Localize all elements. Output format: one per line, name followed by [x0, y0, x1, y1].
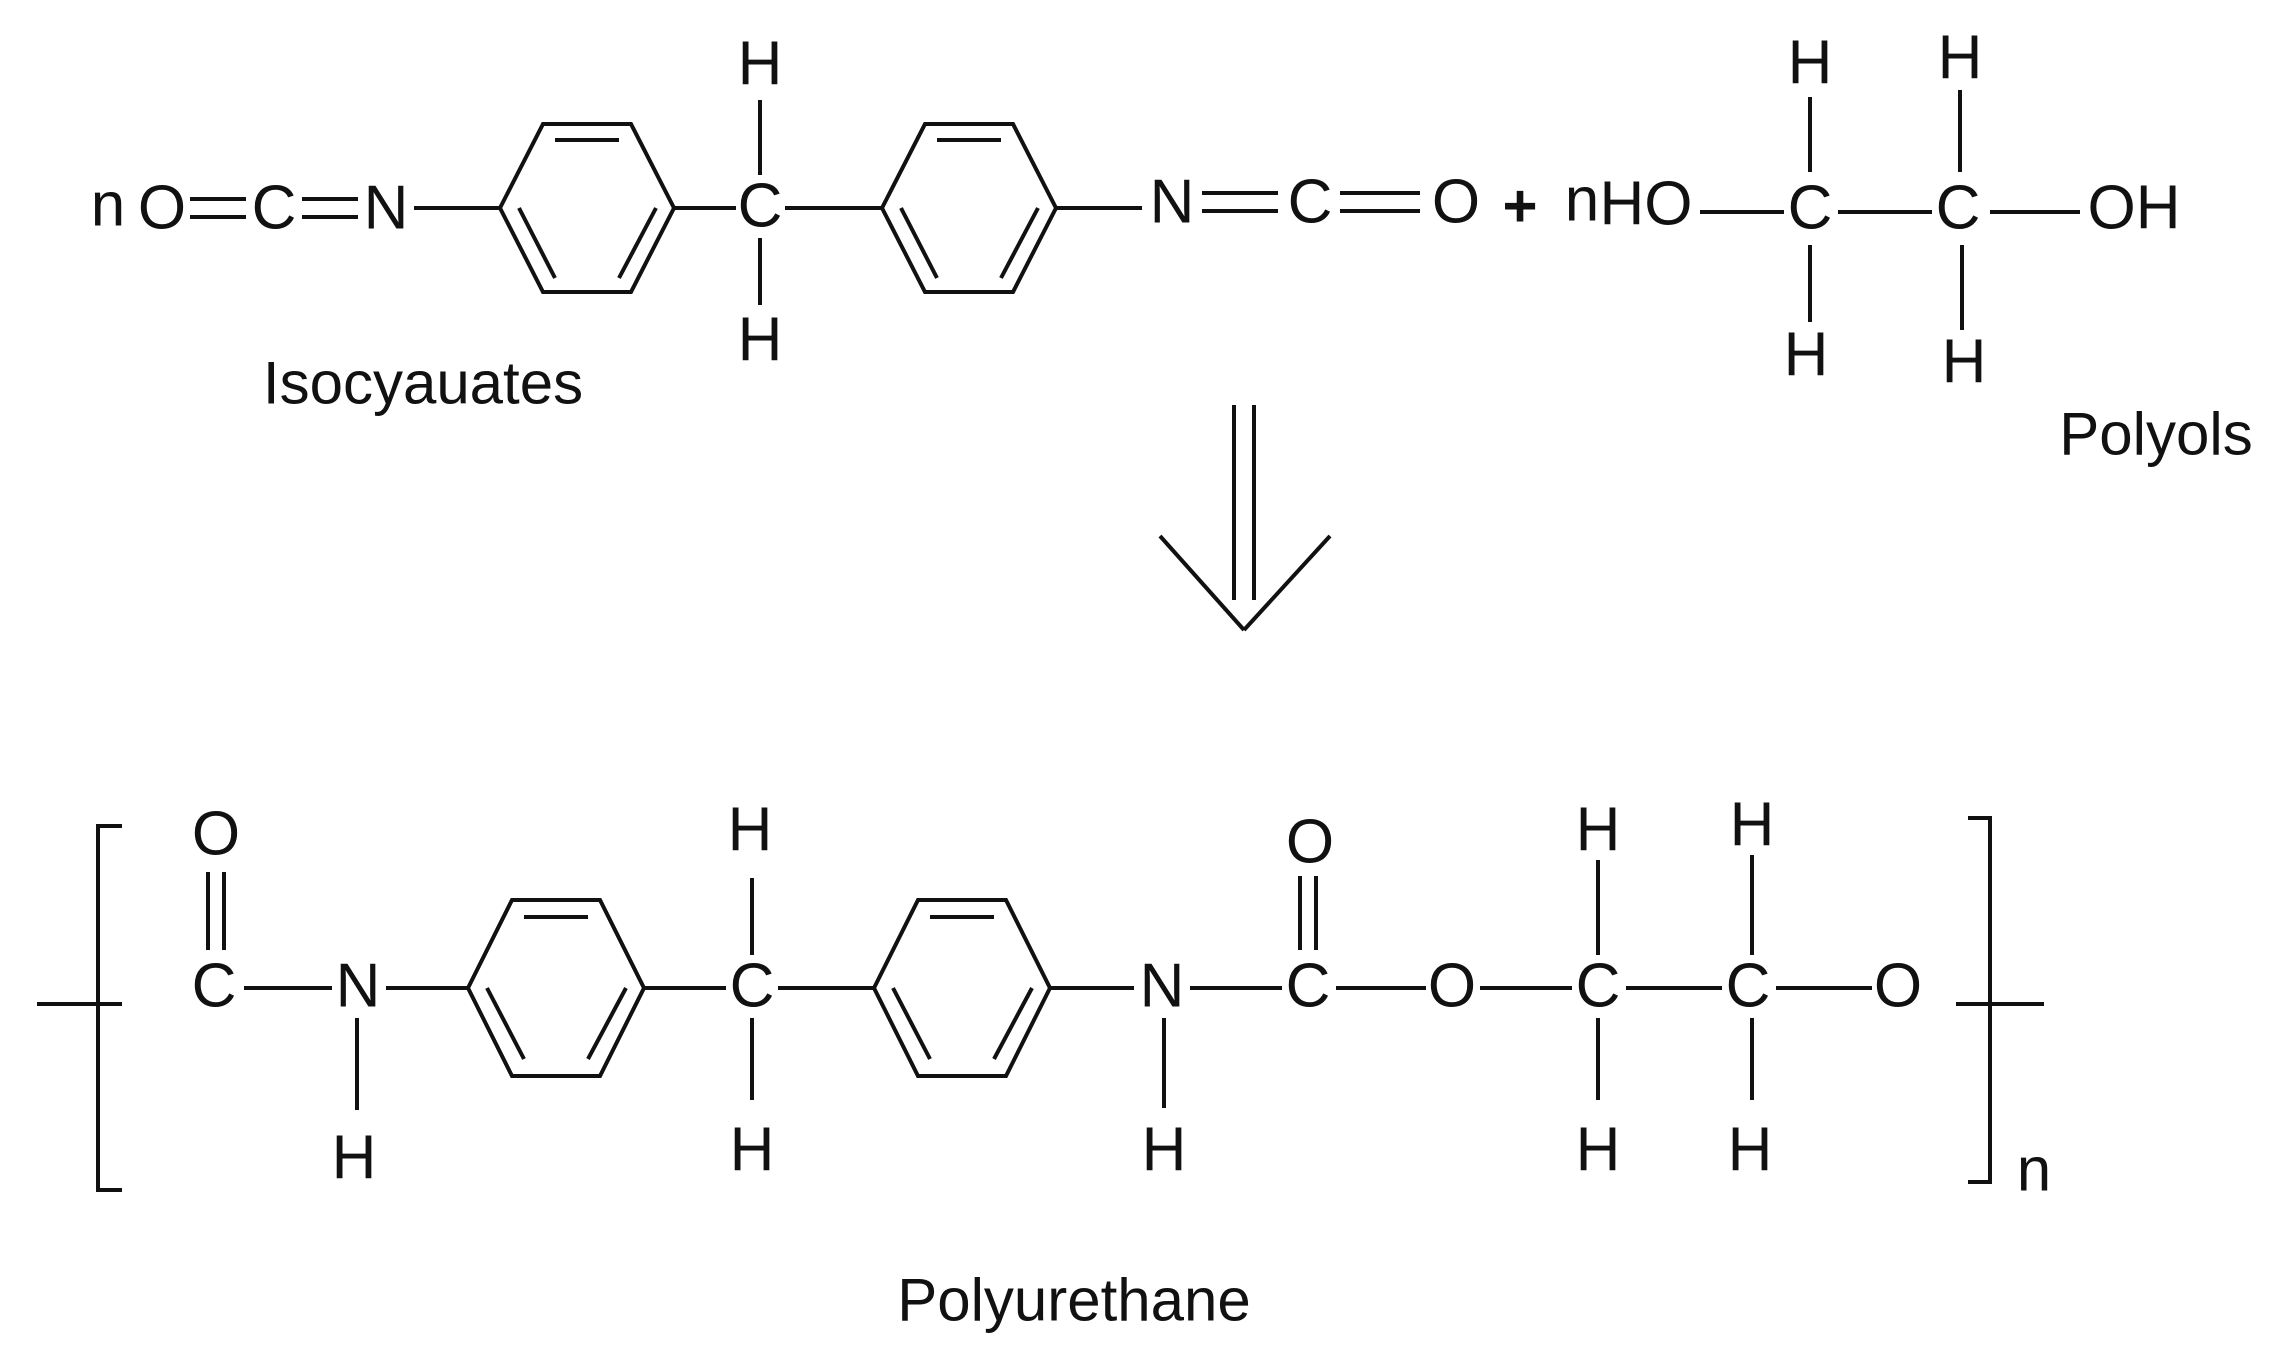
- atom-h: H: [728, 796, 773, 865]
- atom-oh: OH: [2088, 174, 2181, 243]
- atom-n-coefficient: n: [1565, 166, 1599, 235]
- atom-h: H: [738, 306, 783, 375]
- benzene-ring: [871, 898, 1053, 1078]
- atom-o: O: [1286, 808, 1334, 877]
- repeat-unit-n: n: [2017, 1136, 2051, 1205]
- isocyanates-label: Isocyauates: [263, 350, 583, 417]
- polyols-label: Polyols: [2059, 401, 2252, 468]
- atom-n: N: [1140, 952, 1185, 1021]
- atom-o: O: [192, 800, 240, 869]
- atom-h: H: [738, 30, 783, 99]
- atom-h: H: [730, 1116, 775, 1185]
- isocyanate-molecule: n O C N C H H N C: [91, 30, 1480, 375]
- atom-c: C: [1288, 168, 1333, 237]
- polyol-molecule: n HO C H H C H H OH: [1565, 24, 2181, 397]
- atom-c: C: [730, 952, 775, 1021]
- atom-n: N: [364, 174, 409, 243]
- right-bracket: [1968, 816, 1992, 1184]
- benzene-ring: [497, 122, 677, 294]
- atom-h: H: [1784, 321, 1829, 390]
- atom-o: O: [1428, 952, 1476, 1021]
- atom-c: C: [252, 174, 297, 243]
- atom-c: C: [1936, 174, 1981, 243]
- atom-h: H: [1730, 791, 1775, 860]
- atom-h: H: [332, 1124, 377, 1193]
- atom-c: C: [192, 952, 237, 1021]
- atom-n-coefficient: n: [91, 171, 125, 240]
- atom-c: C: [1788, 174, 1833, 243]
- atom-h: H: [1142, 1116, 1187, 1185]
- plus-sign: +: [1502, 173, 1537, 240]
- polyurethane-label: Polyurethane: [897, 1267, 1251, 1334]
- benzene-ring: [879, 122, 1059, 294]
- benzene-ring: [465, 898, 647, 1078]
- atom-n: N: [1150, 168, 1195, 237]
- atom-h: H: [1938, 24, 1983, 93]
- atom-c: C: [1286, 952, 1331, 1021]
- atom-h: H: [1576, 796, 1621, 865]
- atom-o: O: [1432, 168, 1480, 237]
- left-bracket: [96, 824, 122, 1192]
- atom-c: C: [1726, 952, 1771, 1021]
- atom-n: N: [336, 952, 381, 1021]
- reaction-arrow: [1158, 405, 1332, 632]
- polyurethane-molecule: O C N H C H H N: [37, 791, 2051, 1205]
- atom-h: H: [1576, 1116, 1621, 1185]
- atom-o: O: [138, 174, 186, 243]
- atom-h: H: [1942, 328, 1987, 397]
- atom-c: C: [1576, 952, 1621, 1021]
- atom-h: H: [1728, 1116, 1773, 1185]
- atom-h: H: [1788, 29, 1833, 98]
- atom-c: C: [738, 172, 783, 241]
- atom-o: O: [1874, 952, 1922, 1021]
- atom-ho: HO: [1600, 170, 1693, 239]
